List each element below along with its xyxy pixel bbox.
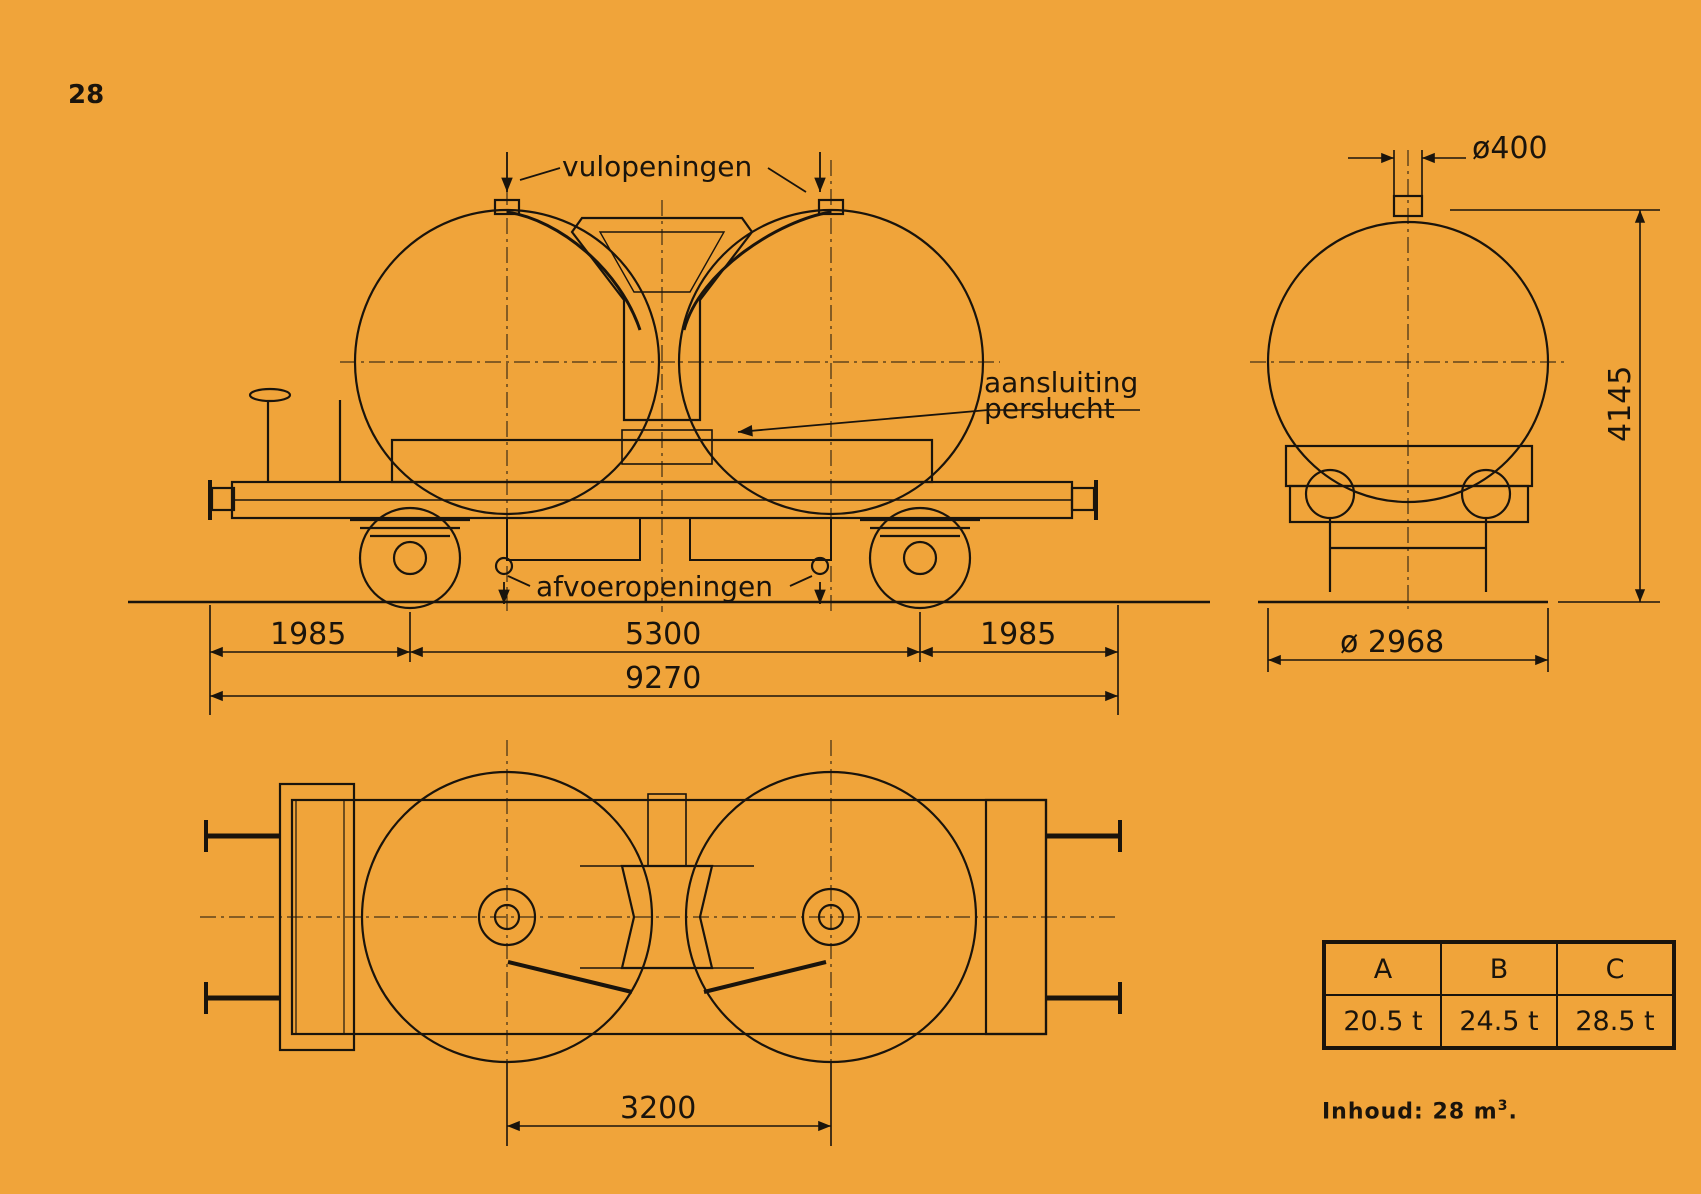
dim-overall-length: 9270 xyxy=(625,661,701,696)
label-fill-openings: vulopeningen xyxy=(562,150,752,183)
weights-header-c: C xyxy=(1556,941,1675,996)
weights-value-b: 24.5 t xyxy=(1440,994,1558,1049)
weights-value-row: 20.5 t 24.5 t 28.5 t xyxy=(1323,994,1675,1049)
side-wheel-right xyxy=(868,506,972,610)
label-air-connection: aansluiting xyxy=(984,366,1138,399)
dim-left-overhang: 1985 xyxy=(270,617,346,652)
dim-opening-diameter: ø400 xyxy=(1472,131,1548,166)
dim-wheelbase: 5300 xyxy=(625,617,701,652)
capacity-note: Inhoud: 28 m3. xyxy=(1322,1098,1518,1124)
side-view xyxy=(128,160,1210,612)
top-view xyxy=(200,740,1122,1140)
capacity-suffix: . xyxy=(1508,1099,1518,1125)
weights-header-row: A B C xyxy=(1323,941,1675,996)
weights-header-b: B xyxy=(1440,941,1558,996)
dim-height: 4145 xyxy=(1603,366,1638,442)
capacity-value: 28 m xyxy=(1432,1099,1498,1125)
weights-header-a: A xyxy=(1323,941,1442,996)
capacity-label: Inhoud: xyxy=(1322,1099,1424,1125)
dim-tank-spacing: 3200 xyxy=(620,1091,696,1126)
capacity-unit-exponent: 3 xyxy=(1497,1098,1509,1114)
label-discharge-openings: afvoeropeningen xyxy=(536,570,773,603)
label-compressed-air: perslucht xyxy=(984,392,1115,425)
page-number: 28 xyxy=(68,80,105,110)
dim-tank-diameter: ø 2968 xyxy=(1340,625,1444,660)
weights-table: A B C 20.5 t 24.5 t 28.5 t xyxy=(1322,940,1676,1050)
weights-value-c: 28.5 t xyxy=(1556,994,1675,1049)
dim-right-overhang: 1985 xyxy=(980,617,1056,652)
side-wheel-left xyxy=(358,506,462,610)
end-view xyxy=(1250,150,1566,612)
weights-value-a: 20.5 t xyxy=(1323,994,1442,1049)
